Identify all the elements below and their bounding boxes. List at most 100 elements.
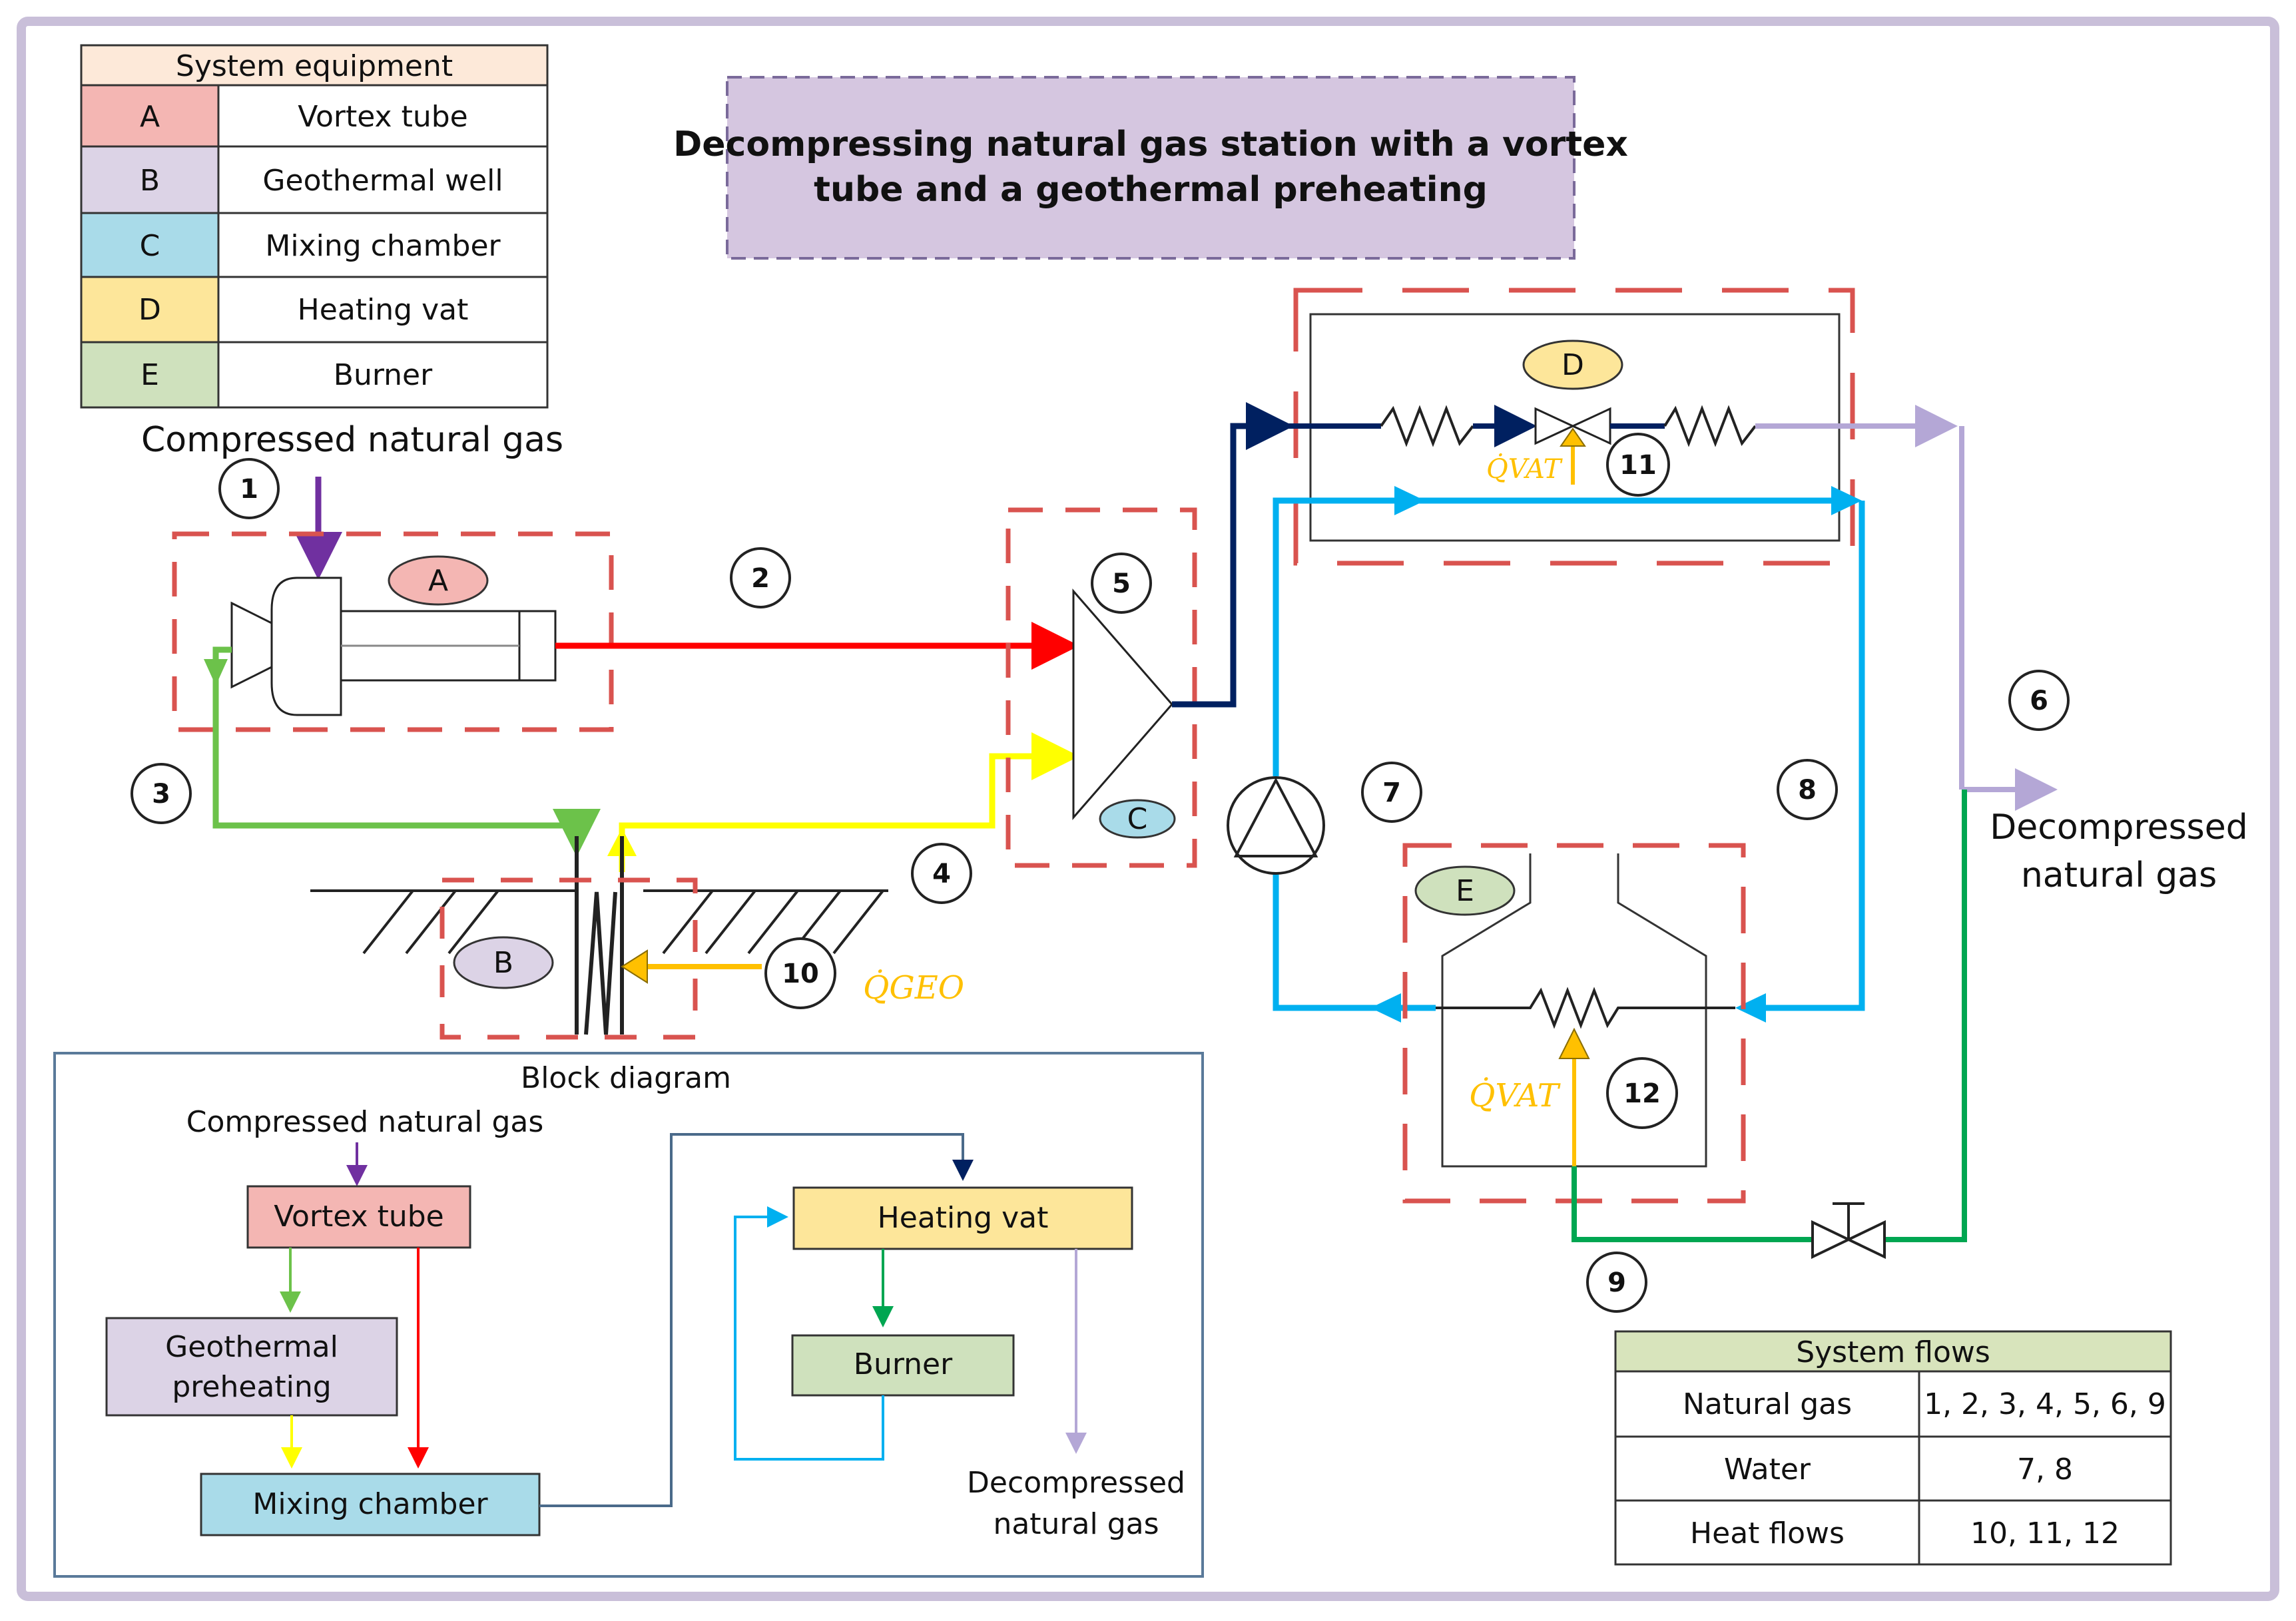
svg-text:Geothermal: Geothermal xyxy=(165,1330,338,1364)
svg-text:10, 11, 12: 10, 11, 12 xyxy=(1970,1516,2120,1550)
svg-text:8: 8 xyxy=(1798,775,1817,806)
tag-c xyxy=(1099,799,1176,839)
vat-gas-coil xyxy=(1288,405,1757,447)
svg-text:Mixing chamber: Mixing chamber xyxy=(252,1487,488,1521)
water-arrow-top-2 xyxy=(1831,486,1862,515)
equipment-code: A xyxy=(140,100,160,134)
equipment-code: E xyxy=(141,358,159,392)
heat-vat-bottom-label: Q̇VAT xyxy=(1469,1076,1561,1114)
equipment-table: System equipment A Vortex tube B Geother… xyxy=(80,44,549,409)
equipment-table-header: System equipment xyxy=(176,49,453,83)
heat-11-arrowhead xyxy=(1560,427,1586,447)
svg-text:11: 11 xyxy=(1619,450,1657,481)
stream-number: 10 xyxy=(764,937,836,1009)
stream-number: 5 xyxy=(1091,553,1152,614)
stream-number: 3 xyxy=(131,763,192,824)
svg-text:Vortex tube: Vortex tube xyxy=(274,1200,443,1234)
svg-text:Heating vat: Heating vat xyxy=(878,1201,1049,1235)
stream-number: 7 xyxy=(1361,762,1422,823)
mixing-chamber-boundary xyxy=(1005,507,1197,868)
water-loop-bottom xyxy=(1273,872,1436,1011)
water-loop-top xyxy=(1273,497,1851,776)
svg-text:1, 2, 3, 4, 5, 6, 9: 1, 2, 3, 4, 5, 6, 9 xyxy=(1924,1387,2166,1421)
heat-10-arrowhead xyxy=(621,949,648,984)
vortex-tube xyxy=(230,577,557,716)
outlet-label-line-1: Decompressed xyxy=(1990,808,2248,847)
tag-e xyxy=(1414,865,1516,916)
svg-text:10: 10 xyxy=(782,959,819,989)
heat-geo-label: Q̇GEO xyxy=(863,968,964,1007)
control-valve xyxy=(1811,1202,1886,1260)
equipment-row: E Burner xyxy=(80,341,549,409)
block-outlet-line-1: Decompressed xyxy=(967,1466,1185,1500)
flows-row: Heat flows 10, 11, 12 xyxy=(1614,1499,2172,1566)
equipment-code: D xyxy=(139,293,161,327)
water-arrow-bottom xyxy=(1370,993,1401,1023)
inlet-label: Compressed natural gas xyxy=(141,420,563,460)
svg-text:Natural gas: Natural gas xyxy=(1683,1387,1852,1421)
tag-b xyxy=(453,936,554,989)
equipment-name: Heating vat xyxy=(298,293,469,327)
water-pump xyxy=(1227,776,1325,875)
stream-3-pipe xyxy=(212,646,601,857)
stream-9-return xyxy=(1884,790,1967,1242)
block-mixing-chamber xyxy=(200,1473,541,1536)
stream-9-pipe xyxy=(1572,1166,1813,1242)
block-burner xyxy=(791,1334,1015,1397)
equipment-code: B xyxy=(140,164,160,198)
flows-table: System flows Natural gas 1, 2, 3, 4, 5, … xyxy=(1614,1330,2172,1566)
svg-text:5: 5 xyxy=(1112,569,1131,599)
tag-a-label: A xyxy=(428,564,448,598)
svg-text:9: 9 xyxy=(1607,1268,1626,1298)
stream-number: 8 xyxy=(1777,759,1838,820)
outer-frame xyxy=(17,17,2279,1601)
heat-12-arrowhead xyxy=(1558,1027,1590,1059)
svg-text:preheating: preheating xyxy=(172,1370,331,1404)
stream-number: 1 xyxy=(218,458,280,519)
block-diagram: Block diagram Compressed natural gas Vor… xyxy=(53,1052,1204,1578)
stream-number: 12 xyxy=(1606,1057,1678,1129)
heat-vat-top-label: Q̇VAT xyxy=(1486,453,1564,485)
tag-c-label: C xyxy=(1127,802,1148,836)
flows-table-header: System flows xyxy=(1796,1335,1990,1369)
outlet-label-line-2: natural gas xyxy=(2021,855,2217,895)
water-arrow-right xyxy=(1735,993,1766,1023)
equipment-name: Burner xyxy=(334,358,433,392)
block-heating-vat xyxy=(792,1186,1133,1250)
equipment-row: C Mixing chamber xyxy=(80,212,549,278)
flows-row: Water 7, 8 xyxy=(1614,1435,2172,1502)
svg-text:3: 3 xyxy=(152,779,170,810)
svg-text:Burner: Burner xyxy=(854,1347,953,1381)
svg-text:4: 4 xyxy=(932,859,951,889)
title-line-2: tube and a geothermal preheating xyxy=(814,170,1488,210)
tag-a xyxy=(388,555,489,606)
vortex-tube-boundary xyxy=(172,531,614,732)
mixing-chamber xyxy=(1072,588,1173,821)
block-diagram-title: Block diagram xyxy=(521,1061,731,1095)
geothermal-well xyxy=(310,836,888,1035)
stream-number: 2 xyxy=(730,547,791,608)
equipment-row: A Vortex tube xyxy=(80,84,549,148)
svg-text:2: 2 xyxy=(751,563,770,594)
block-geothermal xyxy=(105,1317,398,1417)
equipment-row: D Heating vat xyxy=(80,276,549,344)
block-inlet-label: Compressed natural gas xyxy=(186,1105,544,1139)
svg-text:12: 12 xyxy=(1623,1078,1661,1109)
block-outlet-line-2: natural gas xyxy=(993,1507,1159,1541)
geothermal-boundary xyxy=(439,877,698,1040)
equipment-name: Mixing chamber xyxy=(265,229,501,263)
svg-text:1: 1 xyxy=(240,474,258,505)
svg-text:7, 8: 7, 8 xyxy=(2017,1453,2073,1487)
tag-d xyxy=(1522,340,1623,390)
stream-4-pipe xyxy=(619,732,1079,872)
burner-coil xyxy=(1436,987,1735,1029)
flows-row: Natural gas 1, 2, 3, 4, 5, 6, 9 xyxy=(1614,1370,2172,1438)
equipment-name: Vortex tube xyxy=(298,100,467,134)
stream-5-pipe xyxy=(1172,402,1294,708)
stream-number: 4 xyxy=(911,843,972,904)
tag-d-label: D xyxy=(1562,348,1584,382)
tag-b-label: B xyxy=(493,946,513,980)
svg-text:7: 7 xyxy=(1382,778,1401,808)
equipment-name: Geothermal well xyxy=(262,164,503,198)
